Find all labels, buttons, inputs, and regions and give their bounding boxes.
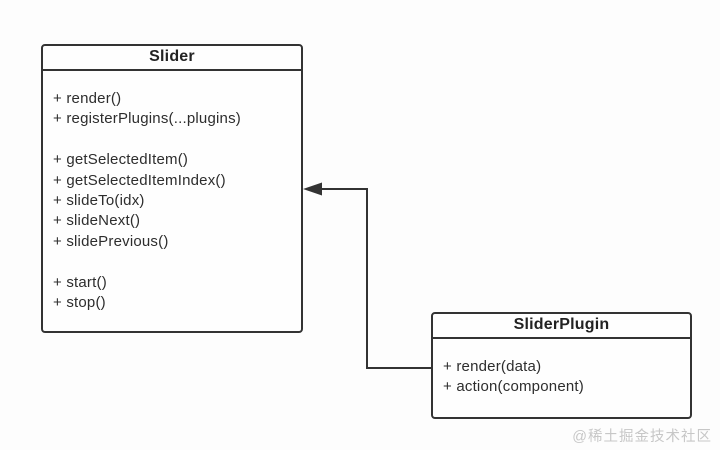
class-title: Slider: [43, 46, 301, 71]
method-item: [53, 130, 293, 150]
method-item: + slideNext(): [53, 212, 141, 230]
method-item: + render(): [53, 90, 122, 107]
arrow-line: [309, 188, 431, 369]
method-item: + start(): [53, 273, 107, 291]
method-item: + getSelectedItem(): [53, 151, 189, 169]
method-list: + render()+ registerPlugins(...plugins) …: [43, 71, 301, 313]
method-item: + slidePrevious(): [53, 232, 169, 250]
method-item: + render(data): [443, 358, 542, 375]
arrow-head-icon: [303, 182, 322, 196]
class-title: SliderPlugin: [433, 314, 690, 339]
class-box-slider: Slider + render() + registerPlugins(...pl…: [41, 44, 303, 333]
watermark: @稀土掘金技术社区: [572, 429, 712, 445]
method-item: + action(component): [443, 378, 584, 396]
method-item: + registerPlugins(...plugins): [53, 110, 241, 128]
method-item: + slideTo(idx): [53, 192, 145, 210]
method-item: + getSelectedItemIndex(): [53, 171, 226, 189]
method-item: + stop(): [53, 294, 106, 312]
class-box-slider-plugin: SliderPlugin + render(data) + action(comp…: [431, 312, 692, 419]
method-item: [53, 252, 293, 272]
method-list: + render(data) + action(component): [433, 339, 690, 398]
